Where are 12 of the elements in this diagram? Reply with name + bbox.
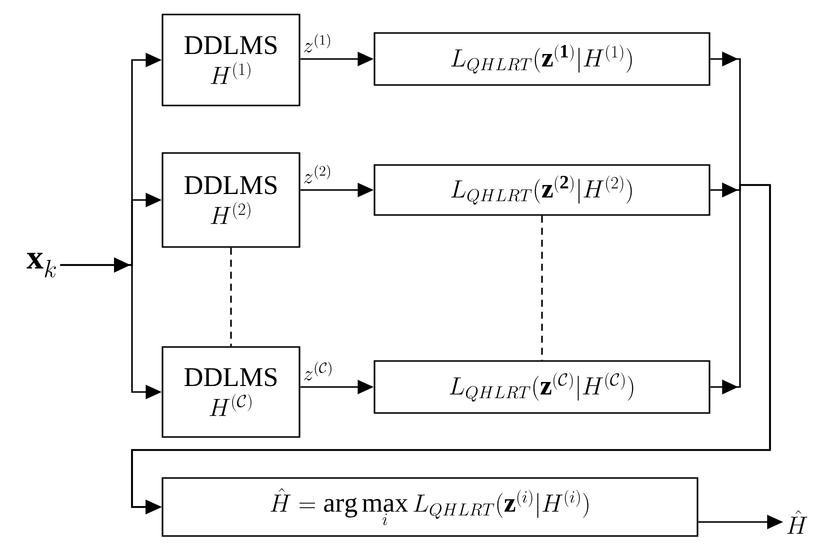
filter-box: DDLMS $H^{(2)}$ xyxy=(162,152,300,248)
output-symbol: $\hat{H}$ xyxy=(787,510,808,534)
input-symbol: $\mathbf{x}_k$ xyxy=(26,252,56,278)
likelihood-box: $L_{QHLRT}(\mathbf{z}^{(\mathbf{1})}|H^{(1)})$ xyxy=(374,32,710,86)
edge-label: $z^{(2)}$ xyxy=(302,164,333,184)
filter-box: DDLMS $H^{(\mathcal{C})}$ xyxy=(162,346,300,438)
likelihood-box: $L_{QHLRT}(\mathbf{z}^{(\mathbf{2})}|H^{(2)})$ xyxy=(374,164,710,216)
filter-box: DDLMS $H^{(1)}$ xyxy=(162,14,300,106)
edge-label: $z^{(1)}$ xyxy=(302,32,333,54)
decision-box: $\hat{H} = \arg\max\limits_{i} L_{QHLRT}(\mathbf{z}^{(i)}|H^{(i)})$ xyxy=(162,477,698,537)
likelihood-box: $L_{QHLRT}(\mathbf{z}^{(\mathcal{C})}|H^{(\mathcal{C})})$ xyxy=(374,360,710,414)
edge-label: $z^{(\mathcal{C})}$ xyxy=(302,360,334,382)
